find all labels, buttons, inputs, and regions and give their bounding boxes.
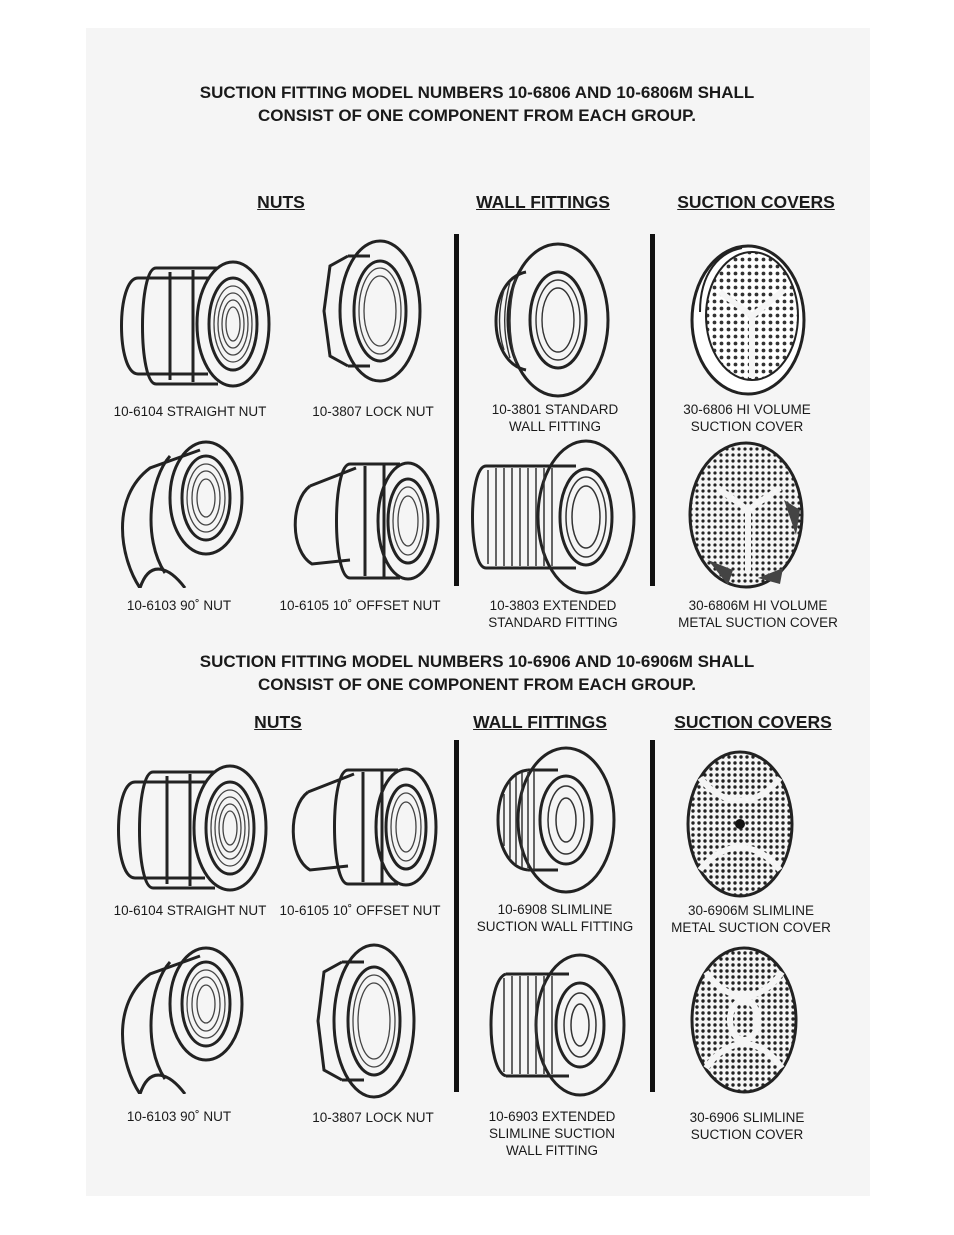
caption-straight-nut: 10-6104 STRAIGHT NUT <box>113 903 267 918</box>
caption-extended-slimline-wall-fitting: 10-6903 EXTENDED SLIMLINE SUCTION WALL F… <box>489 1108 616 1159</box>
caption-line: WALL FITTING <box>505 1143 598 1158</box>
section-1-wall-fittings-header: WALL FITTINGS <box>476 192 610 212</box>
caption-slimline-metal-cover: 30-6906M SLIMLINE METAL SUCTION COVER <box>671 902 831 936</box>
section-2-suction-covers-header: SUCTION COVERS <box>674 712 832 732</box>
lock-nut-icon <box>312 940 422 1102</box>
caption-line: WALL FITTING <box>508 419 601 434</box>
section-2-nuts-header: NUTS <box>254 712 302 732</box>
caption-offset-nut: 10-6105 10˚ OFFSET NUT <box>279 598 441 613</box>
extended-slimline-wall-fitting-icon <box>484 950 628 1100</box>
section-2-heading-line-1: SUCTION FITTING MODEL NUMBERS 10-6906 AN… <box>199 652 755 671</box>
hi-volume-cover-icon <box>690 242 810 398</box>
caption-extended-standard-fitting: 10-3803 EXTENDED STANDARD FITTING <box>488 597 618 631</box>
caption-line: SUCTION COVER <box>690 419 804 434</box>
section-2-wall-fittings-header: WALL FITTINGS <box>473 712 607 732</box>
caption-90-nut: 10-6103 90˚ NUT <box>126 1109 232 1124</box>
caption-line: 10-3803 EXTENDED <box>489 598 617 613</box>
section-1-divider-right <box>650 234 655 586</box>
caption-line: SUCTION COVER <box>690 1127 804 1142</box>
section-2-divider-left <box>454 740 459 1092</box>
caption-hi-volume-metal-cover: 30-6806M HI VOLUME METAL SUCTION COVER <box>678 597 838 631</box>
caption-line: 10-6908 SLIMLINE <box>497 902 613 917</box>
section-1-heading-line-2: CONSIST OF ONE COMPONENT FROM EACH GROUP… <box>258 106 696 125</box>
lock-nut-icon <box>318 236 428 386</box>
section-1-nuts-header: NUTS <box>257 192 305 212</box>
caption-slimline-wall-fitting: 10-6908 SLIMLINE SUCTION WALL FITTING <box>477 901 634 935</box>
elbow-nut-icon <box>110 944 255 1094</box>
straight-nut-icon <box>105 760 273 896</box>
caption-line: METAL SUCTION COVER <box>671 920 831 935</box>
extended-wall-fitting-icon <box>466 438 638 596</box>
offset-nut-icon <box>290 456 442 586</box>
caption-line: METAL SUCTION COVER <box>678 615 838 630</box>
caption-straight-nut: 10-6104 STRAIGHT NUT <box>113 404 267 419</box>
section-1-heading: SUCTION FITTING MODEL NUMBERS 10-6806 AN… <box>0 81 954 127</box>
caption-line: 10-6903 EXTENDED <box>488 1109 616 1124</box>
caption-hi-volume-cover: 30-6806 HI VOLUME SUCTION COVER <box>683 401 811 435</box>
section-1-heading-line-1: SUCTION FITTING MODEL NUMBERS 10-6806 AN… <box>199 83 755 102</box>
caption-standard-wall-fitting: 10-3801 STANDARD WALL FITTING <box>492 401 619 435</box>
caption-line: 10-3801 STANDARD <box>491 402 619 417</box>
caption-lock-nut: 10-3807 LOCK NUT <box>312 1110 434 1125</box>
elbow-nut-icon <box>110 438 255 588</box>
caption-lock-nut: 10-3807 LOCK NUT <box>312 404 434 419</box>
section-1-suction-covers-header: SUCTION COVERS <box>677 192 835 212</box>
section-1-divider-left <box>454 234 459 586</box>
caption-line: 30-6806M HI VOLUME <box>688 598 828 613</box>
section-2-heading-line-2: CONSIST OF ONE COMPONENT FROM EACH GROUP… <box>258 675 696 694</box>
wall-fitting-icon <box>486 240 614 400</box>
caption-90-nut: 10-6103 90˚ NUT <box>126 598 232 613</box>
slimline-metal-cover-icon <box>684 748 796 900</box>
caption-line: 30-6806 HI VOLUME <box>683 402 811 417</box>
slimline-cover-icon <box>688 944 800 1096</box>
section-2-divider-right <box>650 740 655 1092</box>
caption-line: SLIMLINE SUCTION <box>488 1126 616 1141</box>
caption-line: SUCTION WALL FITTING <box>476 919 634 934</box>
hi-volume-metal-cover-icon <box>688 440 806 590</box>
offset-nut-icon <box>288 762 440 892</box>
slimline-wall-fitting-icon <box>488 744 618 896</box>
caption-line: STANDARD FITTING <box>488 615 618 630</box>
caption-line: 30-6906 SLIMLINE <box>689 1110 805 1125</box>
straight-nut-icon <box>108 256 276 392</box>
caption-offset-nut: 10-6105 10˚ OFFSET NUT <box>279 903 441 918</box>
caption-slimline-cover: 30-6906 SLIMLINE SUCTION COVER <box>690 1109 805 1143</box>
section-2-heading: SUCTION FITTING MODEL NUMBERS 10-6906 AN… <box>0 650 954 696</box>
caption-line: 30-6906M SLIMLINE <box>687 903 815 918</box>
